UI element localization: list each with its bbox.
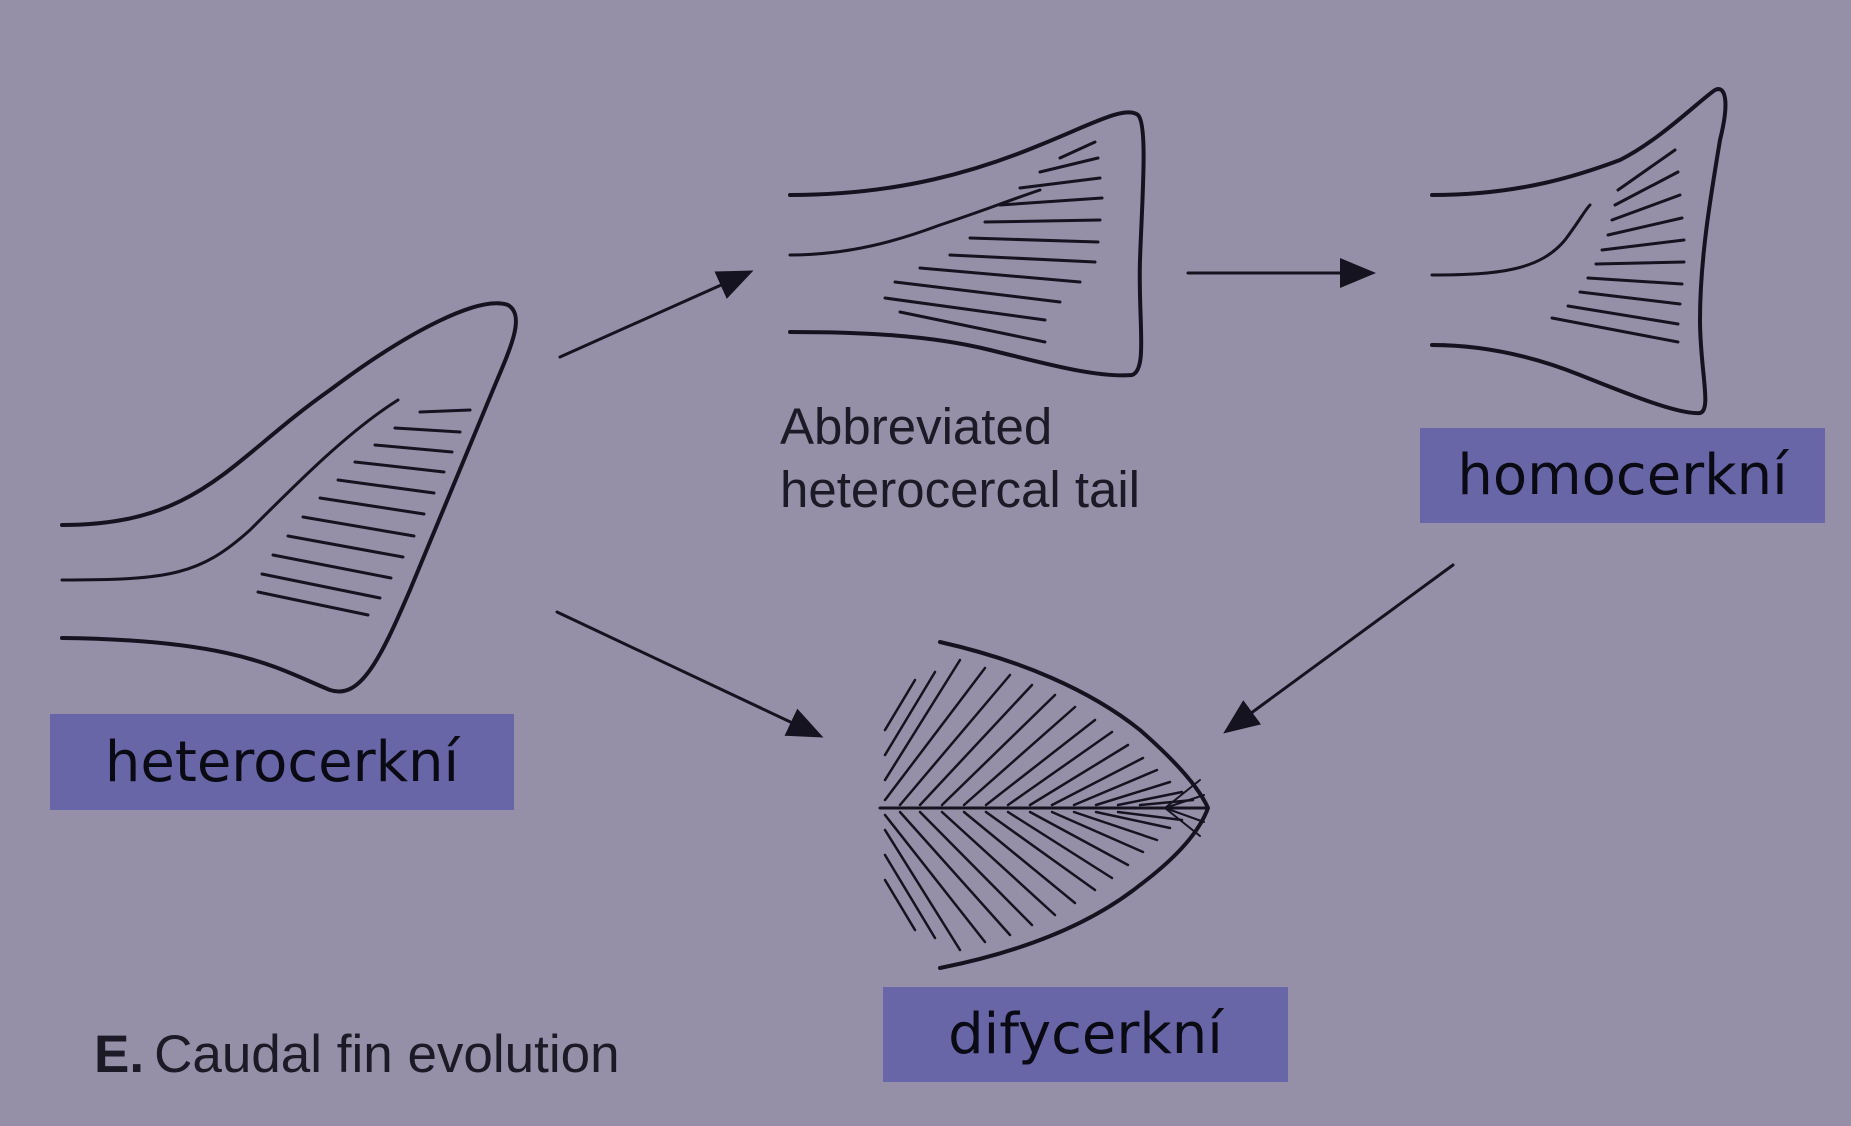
heterocercal-fin-rays [258,410,470,615]
homocercal-tail-drawing [1432,89,1725,413]
abbreviated-tail-caption: Abbreviated heterocercal tail [780,395,1140,521]
abbreviated-tail-drawing [790,112,1144,375]
label-difycerkni: difycerkní [883,987,1288,1082]
abbreviated-caption-line2: heterocercal tail [780,458,1140,521]
label-heterocerkni: heterocerkní [50,714,514,810]
abbreviated-caption-line1: Abbreviated [780,395,1140,458]
diphycercal-tail-drawing [880,642,1208,968]
figure-title: Caudal fin evolution [154,1025,620,1084]
figure-caption: E.Caudal fin evolution [94,1025,620,1085]
homocercal-fin-rays [1552,150,1684,342]
abbreviated-fin-rays [885,142,1102,342]
arrow-hetero-to-abbreviated [560,273,748,357]
arrow-homo-to-dify [1228,565,1453,730]
diphycercal-upper-rays [885,660,1193,805]
label-homocerkni: homocerkní [1420,428,1825,523]
arrow-hetero-to-dify [557,612,818,735]
figure-letter: E. [94,1025,144,1084]
diphycercal-lower-rays [885,812,1182,950]
heterocercal-tail-drawing [62,303,516,691]
